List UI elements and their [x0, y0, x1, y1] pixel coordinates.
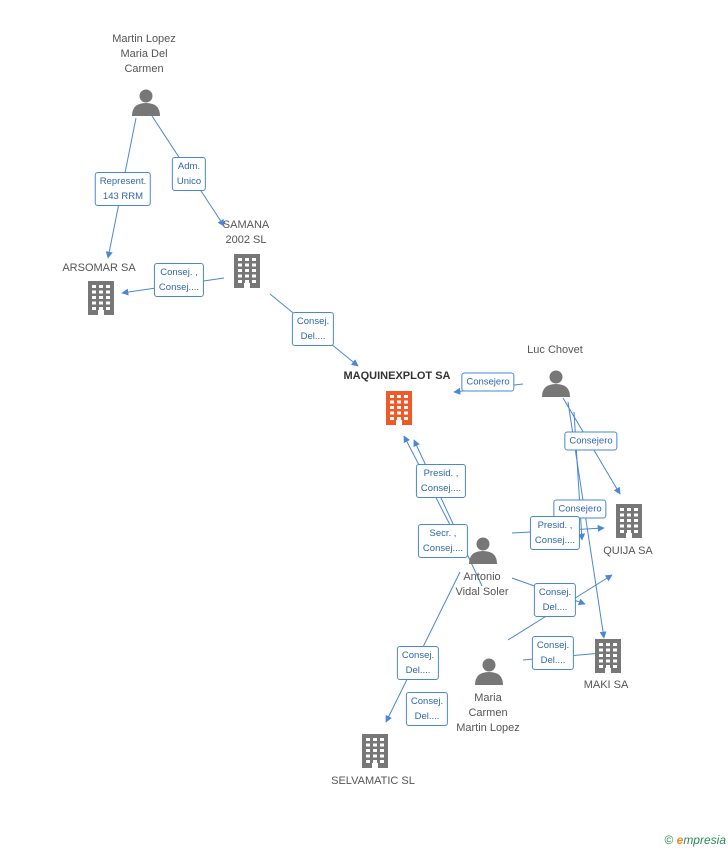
node-label-selvamatic[interactable]: SELVAMATIC SL [331, 775, 415, 787]
node-label-maria-carmen-martin-lopez[interactable]: Maria Carmen Martin Lopez [456, 692, 520, 734]
relation-label-consejero-luc-quija[interactable]: Consejero [564, 431, 618, 451]
node-label-arsomar[interactable]: ARSOMAR SA [62, 262, 136, 274]
copyright-icon: © [664, 833, 674, 847]
relation-label-consej-del-antonio[interactable]: Consej.Del.... [533, 583, 577, 617]
relation-label-adm-unico[interactable]: Adm.Unico [171, 157, 207, 191]
person-icon-martin-lopez-top[interactable] [132, 89, 160, 117]
node-label-martin-lopez-top[interactable]: Martin Lopez Maria Del Carmen [112, 33, 176, 75]
footer-brand: © empresia [664, 833, 726, 847]
building-icon-selvamatic[interactable] [362, 734, 388, 768]
relation-label-presid-consej-quija[interactable]: Presid. ,Consej.... [529, 516, 581, 550]
node-label-antonio-vidal-soler[interactable]: Antonio Vidal Soler [455, 571, 509, 598]
relation-label-consej-del-selva-2[interactable]: Consej.Del.... [405, 692, 449, 726]
brand-logo-text: mpresia [683, 833, 726, 847]
building-icon-arsomar[interactable] [88, 281, 114, 315]
brand-logo-letter: e [676, 833, 684, 847]
relation-label-represent[interactable]: Represent.143 RRM [94, 172, 152, 206]
node-label-maki[interactable]: MAKI SA [583, 679, 629, 691]
person-icon-antonio-vidal-soler[interactable] [469, 537, 497, 565]
relation-label-consejero-luc-maq[interactable]: Consejero [461, 372, 515, 392]
relation-label-consej-del-samana[interactable]: Consej.Del.... [291, 312, 335, 346]
edge-presid-consej-maq [413, 439, 483, 587]
node-label-luc-chovet[interactable]: Luc Chovet [527, 344, 583, 356]
building-icon-samana[interactable] [234, 254, 260, 288]
building-icon-maquinexplot[interactable] [386, 391, 412, 425]
building-icon-quija[interactable] [616, 504, 642, 538]
relation-label-secr-consej[interactable]: Secr. ,Consej.... [417, 524, 469, 558]
node-label-quija[interactable]: QUIJA SA [603, 545, 653, 557]
relation-label-consej-del-selva[interactable]: Consej.Del.... [396, 646, 440, 680]
relation-label-presid-consej-maq[interactable]: Presid. ,Consej.... [415, 464, 467, 498]
relation-label-consej-arsomar[interactable]: Consej. ,Consej.... [153, 263, 205, 297]
node-label-samana[interactable]: SAMANA 2002 SL [222, 219, 270, 246]
edges [105, 115, 621, 723]
building-icon-maki[interactable] [595, 639, 621, 673]
person-icon-maria-carmen-martin-lopez[interactable] [475, 658, 503, 686]
person-icon-luc-chovet[interactable] [542, 370, 570, 398]
relation-label-consejero-quija-2[interactable]: Consejero [553, 499, 607, 519]
icons [88, 89, 642, 768]
relation-label-consej-del-maki[interactable]: Consej.Del.... [531, 636, 575, 670]
node-label-maquinexplot[interactable]: MAQUINEXPLOT SA [343, 370, 451, 382]
